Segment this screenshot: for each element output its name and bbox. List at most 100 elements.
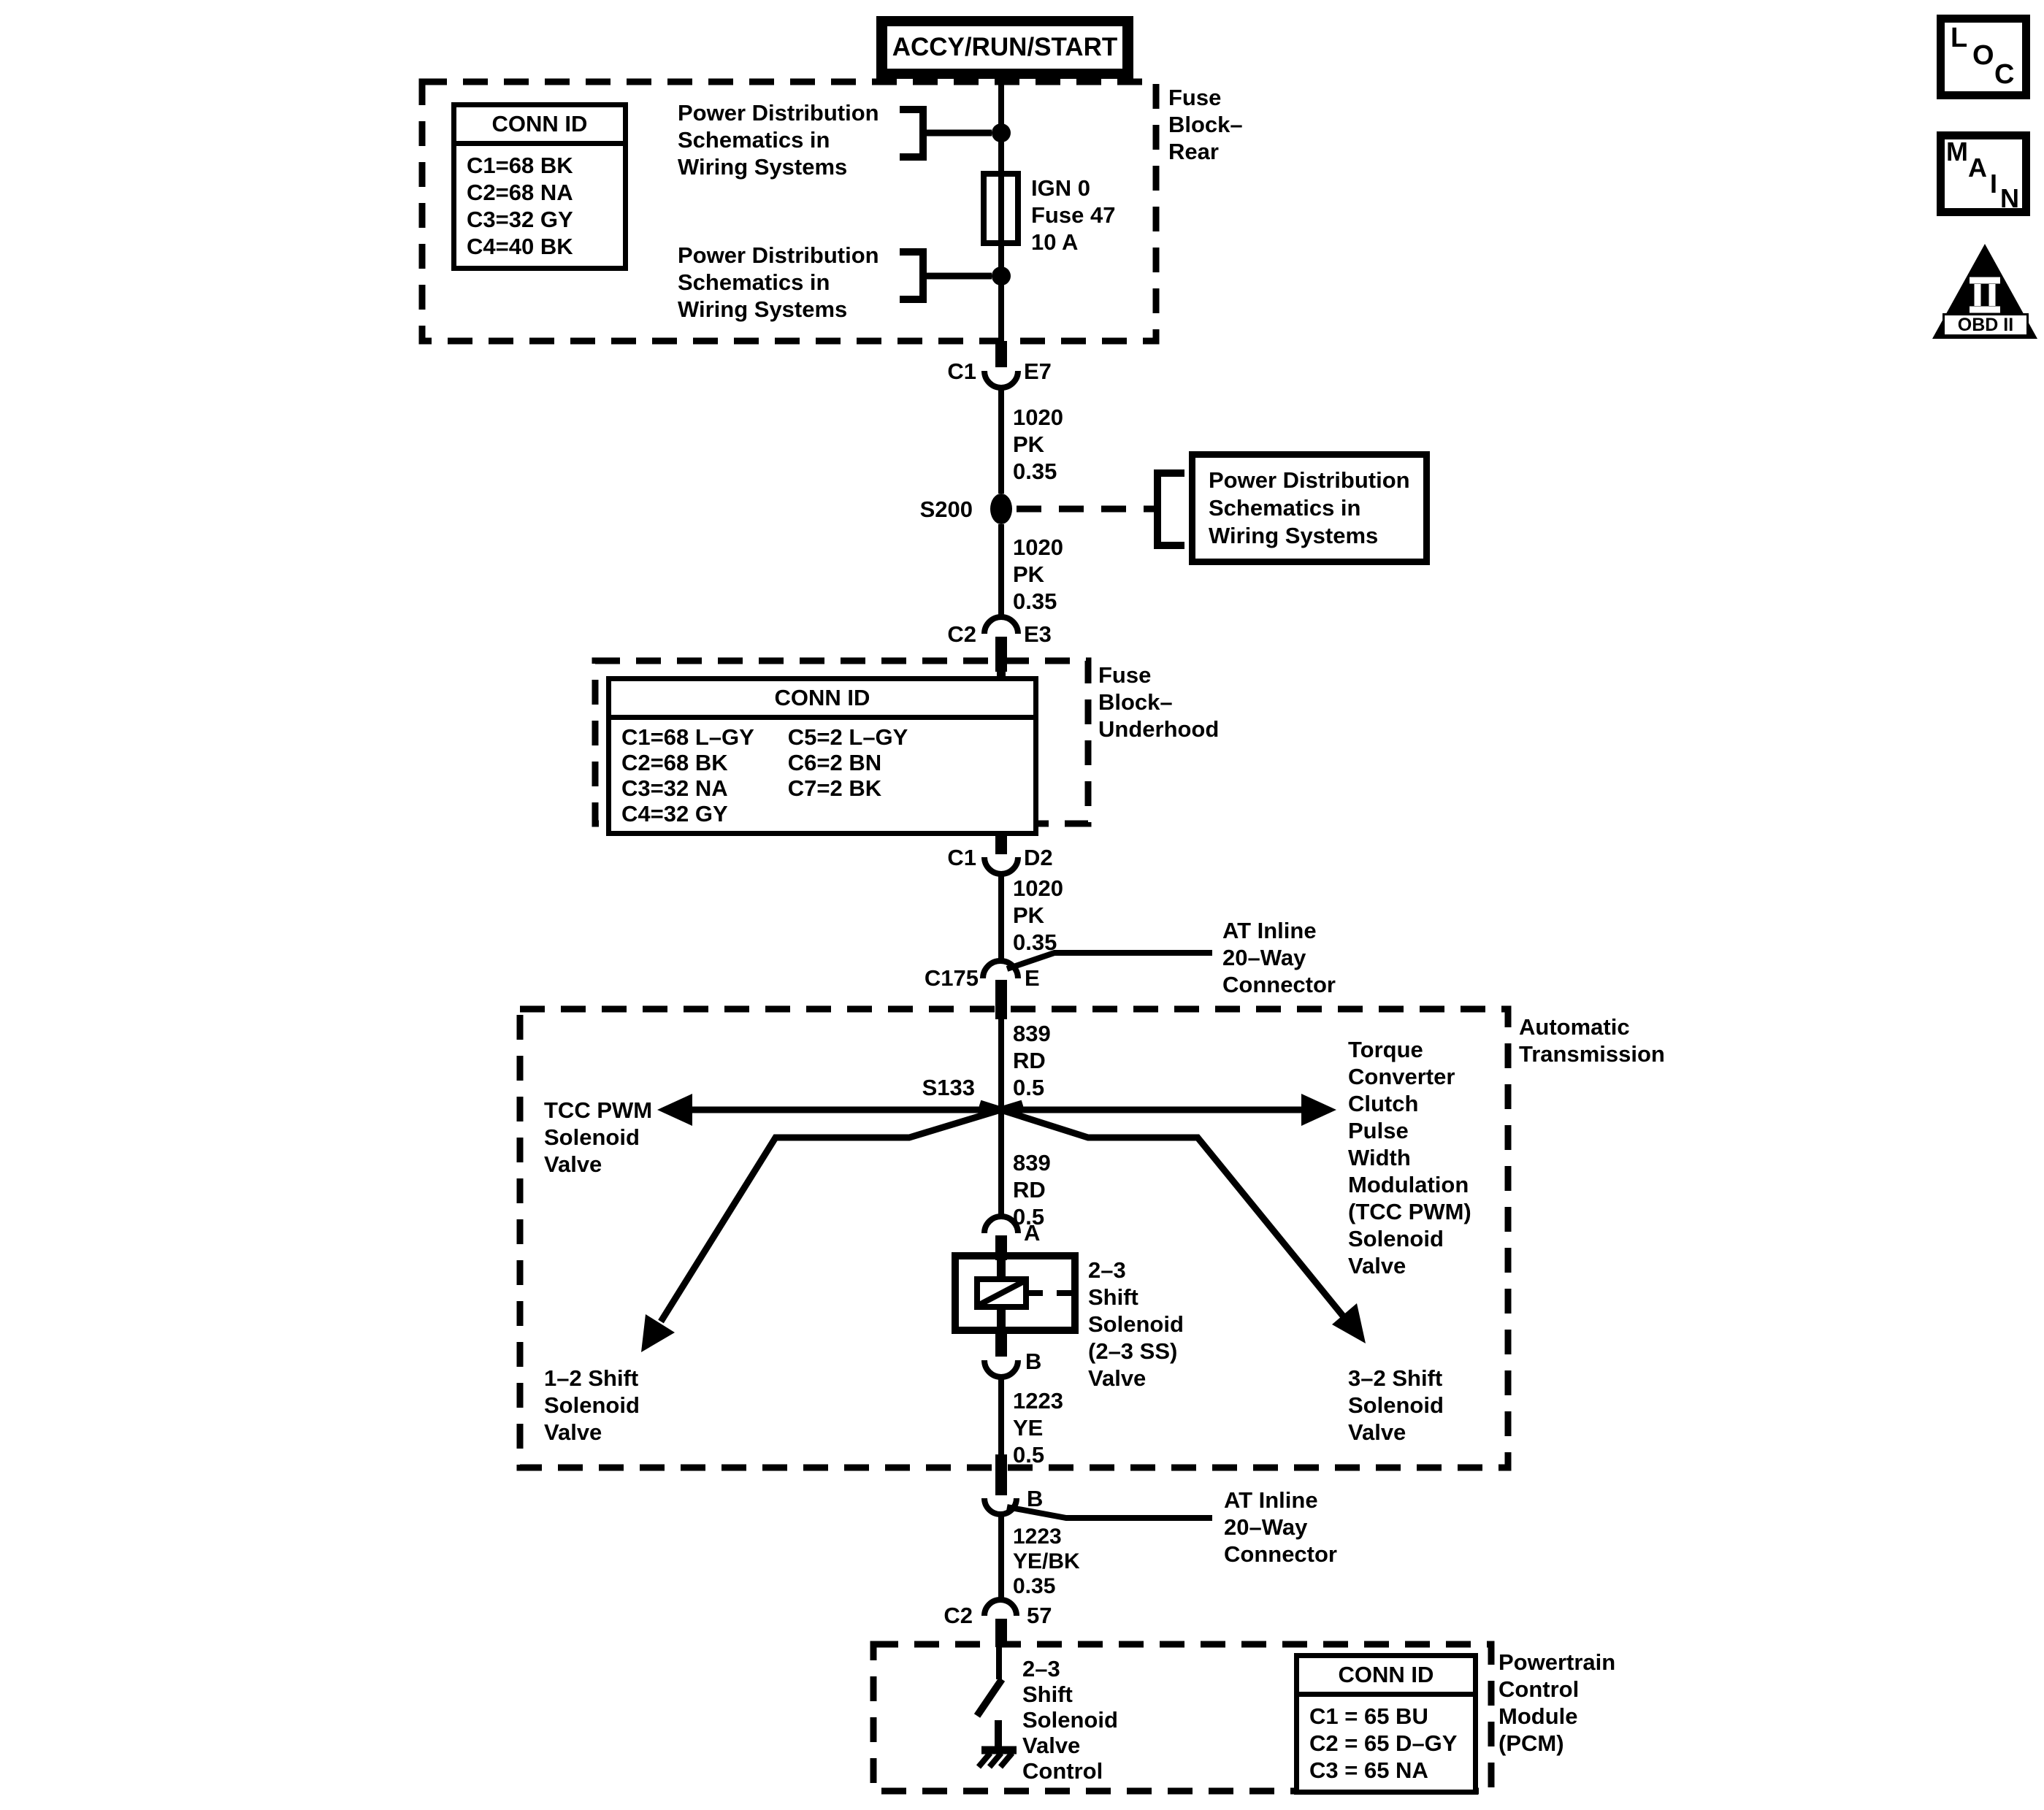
- label-line: Transmission: [1519, 1041, 1665, 1067]
- wire-circuit: 1223: [1013, 1388, 1063, 1414]
- solenoid-coil-slash: [978, 1278, 1025, 1308]
- splice-s200-label: S200: [919, 496, 973, 522]
- conn-id-row: C6=2 BN: [787, 750, 882, 775]
- label-line: Wiring Systems: [1209, 523, 1379, 548]
- fuse-block-rear-box: [418, 78, 1160, 345]
- loc-letter: C: [1994, 59, 2015, 90]
- label-line: Automatic: [1519, 1014, 1630, 1040]
- tcc-pwm-full-label: Torque Converter Clutch Pulse Width Modu…: [1348, 1036, 1471, 1279]
- loc-letter: O: [1972, 40, 1994, 71]
- label-line: Powertrain: [1498, 1649, 1616, 1675]
- conn-id-col: C1=68 L–GY C2=68 BK C3=32 NA C4=32 GY: [621, 724, 754, 827]
- ref-bracket: [900, 248, 927, 303]
- arrow-left-head: [657, 1094, 692, 1126]
- loc-icon: L O C: [1937, 15, 2030, 99]
- label-line: Valve: [1348, 1253, 1406, 1278]
- wire-color: RD: [1013, 1048, 1046, 1073]
- ground-hatch: [976, 1751, 1015, 1769]
- wire-color: PK: [1013, 902, 1045, 928]
- pcm-box: [870, 1641, 1495, 1795]
- fuse-block-rear-name: Fuse Block– Rear: [1168, 84, 1243, 165]
- label-line: (2–3 SS): [1088, 1338, 1178, 1364]
- wire-label-1020-pk-1: 1020 PK 0.35: [1013, 404, 1063, 485]
- label-line: Solenoid: [1348, 1226, 1444, 1251]
- label-line: Width: [1348, 1145, 1411, 1170]
- connector-pin-a: A: [1024, 1220, 1041, 1246]
- label-line: (TCC PWM): [1348, 1199, 1471, 1224]
- conn-id-row: C1=68 BK: [467, 153, 573, 178]
- obd-ii-icon-label: OBD II: [1942, 313, 2029, 337]
- wire-color: PK: [1013, 432, 1045, 457]
- conn-id-row: C7=2 BK: [787, 775, 882, 801]
- connector-c175-e: [980, 958, 1021, 979]
- label-line: Pulse: [1348, 1118, 1409, 1143]
- connector-pin-d2: D2: [1024, 845, 1053, 870]
- ref-bracket: [1154, 469, 1184, 549]
- wire-circuit: 839: [1013, 1021, 1051, 1046]
- label-line: Underhood: [1098, 716, 1220, 742]
- wire-color: RD: [1013, 1177, 1046, 1203]
- pcm-switch-blade: [973, 1677, 1006, 1718]
- solenoid-23-label: 2–3 Shift Solenoid (2–3 SS) Valve: [1088, 1257, 1184, 1392]
- label-line: Wiring Systems: [678, 296, 848, 322]
- connector-a: [981, 1213, 1021, 1234]
- wire-color: PK: [1013, 561, 1045, 587]
- connector-pin-b1: B: [1025, 1349, 1042, 1374]
- label-line: Valve: [1022, 1733, 1081, 1758]
- label-line: Fuse: [1168, 85, 1222, 110]
- wire-gauge: 0.5: [1013, 1075, 1045, 1100]
- connector-pin-e3: E3: [1024, 621, 1052, 647]
- conn-id-row: C2=68 NA: [467, 180, 573, 205]
- arrow-right-head: [1301, 1094, 1336, 1126]
- shift-12-valve-label: 1–2 Shift Solenoid Valve: [544, 1365, 640, 1446]
- main-letter: A: [1968, 153, 1987, 183]
- label-line: AT Inline: [1222, 918, 1317, 943]
- label-line: 20–Way: [1224, 1514, 1308, 1540]
- wire-label-1020-pk-3: 1020 PK 0.35: [1013, 875, 1063, 956]
- conn-id-row: C4=40 BK: [467, 234, 573, 259]
- main-letter: M: [1946, 137, 1968, 166]
- label-line: Wiring Systems: [678, 154, 848, 180]
- at-inline-label-top: AT Inline 20–Way Connector: [1222, 917, 1336, 998]
- splice-s133-label: S133: [922, 1075, 975, 1100]
- label-line: Schematics in: [1209, 495, 1361, 521]
- label-line: Power Distribution: [1209, 467, 1410, 493]
- power-source-box: ACCY/RUN/START: [876, 16, 1133, 79]
- label-line: Valve: [1088, 1365, 1147, 1391]
- wire-gauge: 0.5: [1013, 1442, 1045, 1468]
- label-line: Fuse: [1098, 662, 1152, 688]
- connector-pin-e7: E7: [1024, 358, 1052, 384]
- conn-id-title: CONN ID: [611, 681, 1033, 720]
- label-line: Schematics in: [678, 269, 830, 295]
- label-line: Shift: [1022, 1681, 1073, 1707]
- power-dist-ref-bottom: Power Distribution Schematics in Wiring …: [678, 242, 879, 323]
- conn-id-row: C4=32 GY: [621, 801, 728, 827]
- pcm-name: Powertrain Control Module (PCM): [1498, 1649, 1615, 1757]
- label-line: Valve: [1348, 1419, 1406, 1445]
- connector-b-inline: [981, 1498, 1019, 1517]
- wire-circuit: 1020: [1013, 875, 1063, 901]
- conn-id-row: C1=68 L–GY: [621, 724, 754, 750]
- main-icon: M A I N: [1937, 131, 2030, 216]
- conn-id-row: C3 = 65 NA: [1309, 1757, 1428, 1783]
- conn-id-row: C2=68 BK: [621, 750, 728, 775]
- power-source-label: ACCY/RUN/START: [884, 23, 1125, 72]
- label-line: Connector: [1224, 1541, 1337, 1567]
- label-line: Solenoid: [544, 1124, 640, 1150]
- conn-id-row: C3=32 NA: [621, 775, 728, 801]
- connector-pin-c2b: C2: [943, 1603, 973, 1628]
- ref-bracket: [900, 106, 927, 161]
- wire-circuit: 1020: [1013, 534, 1063, 560]
- connector-c1-d2: [981, 856, 1021, 877]
- label-line: Converter: [1348, 1064, 1455, 1089]
- connector-pin-57: 57: [1027, 1603, 1052, 1628]
- automatic-transmission-box: [516, 1005, 1512, 1471]
- connector-c175-label: C175: [924, 965, 979, 991]
- label-line: Solenoid: [1348, 1392, 1444, 1418]
- main-letter: I: [1990, 169, 1998, 199]
- connector-c1-e7: [981, 370, 1021, 391]
- label-line: Solenoid: [544, 1392, 640, 1418]
- junction-dot: [992, 266, 1011, 285]
- arrow-lowerleft-shaft: [658, 1100, 1024, 1324]
